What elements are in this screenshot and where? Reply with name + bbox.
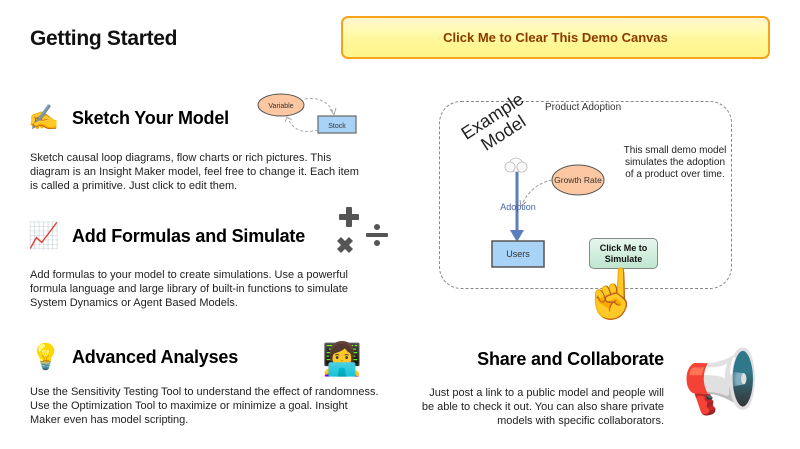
link-variable-to-stock-arrow <box>329 107 337 117</box>
source-cloud-icon[interactable] <box>504 157 528 173</box>
pointing-up-hand-icon: ☝️ <box>582 268 642 321</box>
model-diagram[interactable]: Adoption Growth Rate Users <box>440 150 670 275</box>
section-text-analyses: Use the Sensitivity Testing Tool to unde… <box>30 386 379 426</box>
variable-label: Variable <box>268 103 293 110</box>
section-title-analyses: Advanced Analyses <box>72 347 239 367</box>
clear-canvas-label: Click Me to Clear This Demo Canvas <box>443 30 668 45</box>
users-label: Users <box>506 249 530 259</box>
stock-label: Stock <box>328 123 346 130</box>
section-text-share: Just post a link to a public model and p… <box>421 387 664 427</box>
model-description[interactable]: This small demo model simulates the adop… <box>623 145 727 180</box>
section-title-formulas: Add Formulas and Simulate <box>72 226 306 246</box>
page-title: Getting Started <box>30 27 178 50</box>
growth-rate-link-arrow <box>519 199 527 207</box>
sketch-mini-diagram[interactable]: Variable Stock <box>255 90 365 140</box>
light-bulb-icon: 💡 <box>30 343 62 371</box>
technologist-icon: 👩‍💻 <box>322 341 362 377</box>
megaphone-icon: 📢 <box>682 348 760 417</box>
section-text-formulas: Add formulas to your model to create sim… <box>30 269 348 309</box>
stock-primitive[interactable] <box>317 115 357 134</box>
example-model-frame[interactable] <box>439 101 732 289</box>
simulate-label: Click Me to Simulate <box>599 242 648 264</box>
users-stock[interactable] <box>491 240 545 268</box>
model-frame-title: Product Adoption <box>545 102 622 113</box>
simulate-button[interactable]: Click Me to Simulate <box>589 238 658 269</box>
growth-rate-link[interactable] <box>521 179 553 205</box>
section-text-sketch: Sketch causal loop diagrams, flow charts… <box>30 152 359 192</box>
adoption-label[interactable]: Adoption <box>500 202 536 212</box>
flow-arrowhead <box>510 230 524 242</box>
link-stock-to-variable[interactable] <box>287 117 319 132</box>
technologist-chart-icon: 👩‍💻 <box>322 340 362 378</box>
writing-hand-icon: ✍️ <box>28 104 60 132</box>
section-title-sketch: Sketch Your Model <box>72 108 229 128</box>
chart-increasing-icon: 📈 <box>28 222 60 250</box>
variable-primitive[interactable] <box>257 93 305 117</box>
link-variable-to-stock[interactable] <box>304 98 334 113</box>
growth-rate-label: Growth Rate <box>554 175 602 185</box>
link-stock-to-variable-arrow <box>284 116 293 123</box>
section-title-share: Share and Collaborate <box>477 349 664 369</box>
clear-canvas-button[interactable]: Click Me to Clear This Demo Canvas <box>341 16 770 59</box>
math-operators-icon <box>337 207 388 253</box>
